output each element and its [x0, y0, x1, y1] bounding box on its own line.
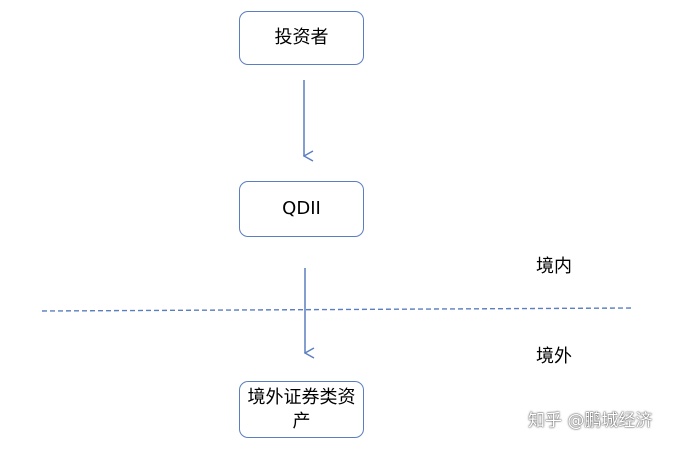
qdii-label: QDII — [282, 198, 321, 219]
overseas-securities-assets-label: 境外证券类资产 — [247, 386, 356, 432]
qdii-node: QDII — [239, 181, 364, 237]
zhihu-watermark: 知乎 @鹏城经济 — [528, 411, 653, 431]
domestic-overseas-boundary-line — [41, 307, 634, 312]
domestic-region-label: 境内 — [536, 256, 572, 277]
investor-node: 投资者 — [239, 11, 364, 65]
overseas-region-label: 境外 — [536, 346, 572, 367]
investor-label: 投资者 — [274, 27, 329, 48]
overseas-securities-assets-node: 境外证券类资产 — [239, 381, 364, 438]
